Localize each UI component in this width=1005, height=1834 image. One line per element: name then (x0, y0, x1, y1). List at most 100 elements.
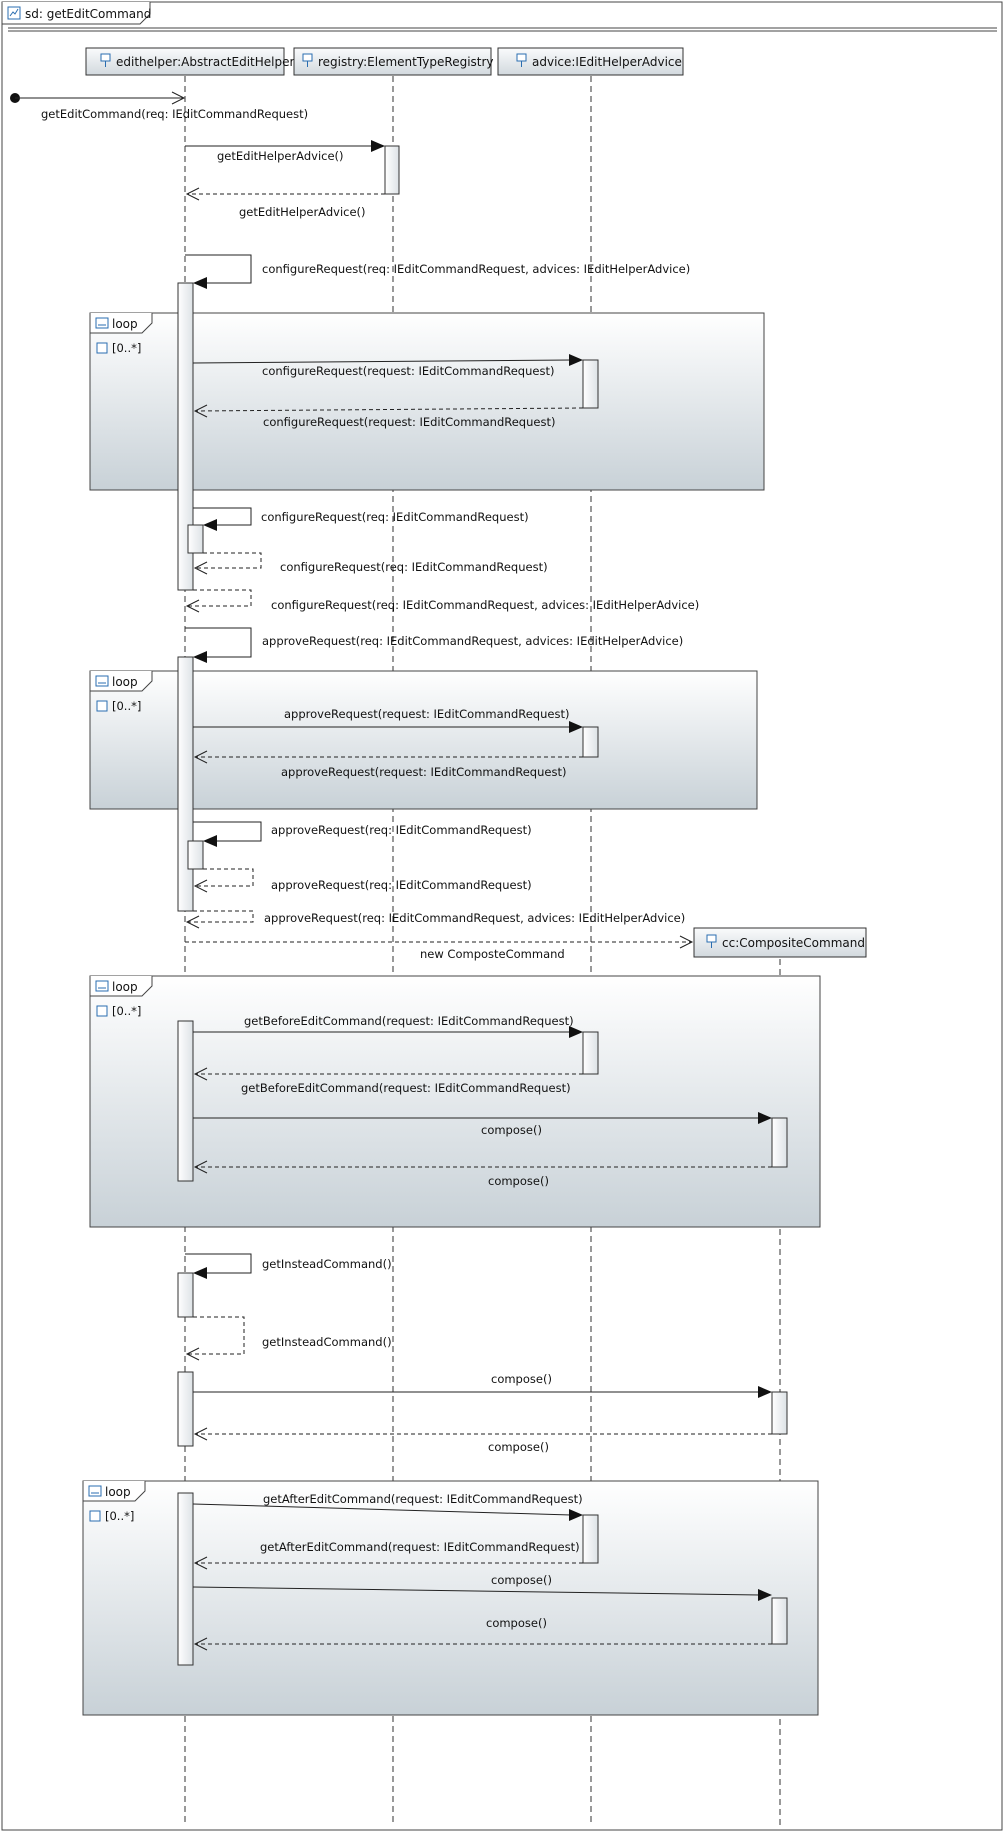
svg-text:approveRequest(req: IEditComma: approveRequest(req: IEditCommandRequest) (271, 878, 532, 892)
activation-bar (582, 359, 599, 409)
message-call: getAfterEditCommand(request: IEditComman… (192, 1492, 583, 1521)
guard-icon (89, 1510, 101, 1522)
svg-text:approveRequest(request: IEditC: approveRequest(request: IEditCommandRequ… (284, 707, 569, 721)
svg-text:getInsteadCommand(): getInsteadCommand() (262, 1257, 392, 1271)
svg-text:registry:ElementTypeRegistry: registry:ElementTypeRegistry (318, 55, 494, 69)
activation-bar (177, 656, 194, 912)
activation-bar (771, 1391, 788, 1435)
message-self-call: approveRequest(req: IEditCommandRequest,… (185, 627, 683, 663)
lifeline-icon (302, 53, 313, 67)
diagram-title: sd: getEditCommand (25, 7, 151, 21)
lifeline-icon (100, 53, 111, 67)
svg-text:cc:CompositeCommand: cc:CompositeCommand (722, 936, 865, 950)
guard-icon (96, 1005, 108, 1017)
svg-text:getEditHelperAdvice(): getEditHelperAdvice() (217, 149, 344, 163)
activation-bar (582, 1031, 599, 1075)
activation-bar (771, 1117, 788, 1168)
svg-text:getBeforeEditCommand(request:: getBeforeEditCommand(request: IEditComma… (241, 1081, 571, 1095)
loop-fragment: loop [0..*] (82, 1480, 819, 1716)
svg-text:compose(): compose() (488, 1174, 549, 1188)
svg-text:configureRequest(request: IEdi: configureRequest(request: IEditCommandRe… (263, 415, 555, 429)
message-call: configureRequest(request: IEditCommandRe… (192, 354, 583, 378)
svg-text:[0..*]: [0..*] (112, 1004, 141, 1018)
message-create: new ComposteCommand (185, 935, 694, 961)
activation-bar (582, 726, 599, 758)
svg-text:[0..*]: [0..*] (112, 699, 141, 713)
lifeline-icon (516, 53, 527, 67)
activation-bar (177, 1272, 194, 1318)
svg-text:compose(): compose() (481, 1123, 542, 1137)
activation-bar (177, 282, 194, 591)
svg-text:getEditHelperAdvice(): getEditHelperAdvice() (239, 205, 366, 219)
svg-text:edithelper:AbstractEditHelper: edithelper:AbstractEditHelper (116, 55, 294, 69)
loop-icon (95, 675, 109, 687)
message-call: getBeforeEditCommand(request: IEditComma… (193, 1014, 583, 1038)
activation-bar (384, 145, 400, 195)
message-call: compose() (192, 1573, 772, 1601)
message-self-call: configureRequest(req: IEditCommandReques… (193, 507, 529, 531)
message-return: getAfterEditCommand(request: IEditComman… (193, 1540, 583, 1570)
message-self-return: getInsteadCommand() (185, 1316, 392, 1361)
message-return: compose() (193, 1616, 772, 1651)
message-self-return: approveRequest(req: IEditCommandRequest,… (185, 910, 685, 929)
svg-text:loop: loop (105, 1485, 131, 1499)
message-self-return: configureRequest(req: IEditCommandReques… (193, 552, 548, 575)
svg-text:loop: loop (112, 317, 138, 331)
svg-text:loop: loop (112, 980, 138, 994)
svg-text:getAfterEditCommand(request: I: getAfterEditCommand(request: IEditComman… (260, 1540, 580, 1554)
message-return: compose() (193, 1160, 772, 1188)
lifeline-head-cc[interactable]: cc:CompositeCommand (693, 927, 867, 958)
svg-text:configureRequest(req: IEditCom: configureRequest(req: IEditCommandReques… (261, 510, 529, 524)
activation-bar (187, 524, 204, 554)
svg-text:loop: loop (112, 675, 138, 689)
svg-text:compose(): compose() (486, 1616, 547, 1630)
svg-text:approveRequest(req: IEditComma: approveRequest(req: IEditCommandRequest,… (264, 911, 685, 925)
loop-fragment: loop [0..*] (89, 670, 758, 810)
title-tab (1, 2, 151, 25)
activation-bar (177, 1492, 194, 1666)
svg-text:new ComposteCommand: new ComposteCommand (420, 947, 565, 961)
svg-text:[0..*]: [0..*] (105, 1509, 134, 1523)
svg-text:approveRequest(req: IEditComma: approveRequest(req: IEditCommandRequest) (271, 823, 532, 837)
message-call: approveRequest(request: IEditCommandRequ… (193, 707, 583, 733)
message-self-return: approveRequest(req: IEditCommandRequest) (193, 868, 532, 893)
message-call: compose() (193, 1112, 772, 1137)
svg-text:getAfterEditCommand(request: I: getAfterEditCommand(request: IEditComman… (263, 1492, 583, 1506)
lifeline-icon (706, 934, 717, 948)
svg-text:getInsteadCommand(): getInsteadCommand() (262, 1335, 392, 1349)
guard-icon (96, 700, 108, 712)
message-return: approveRequest(request: IEditCommandRequ… (193, 750, 583, 779)
svg-text:getBeforeEditCommand(request:: getBeforeEditCommand(request: IEditComma… (244, 1014, 574, 1028)
svg-text:approveRequest(req: IEditComma: approveRequest(req: IEditCommandRequest,… (262, 634, 683, 648)
message-return: getEditHelperAdvice() (185, 187, 385, 219)
svg-text:compose(): compose() (491, 1372, 552, 1386)
guard-icon (96, 342, 108, 354)
svg-text:approveRequest(request: IEditC: approveRequest(request: IEditCommandRequ… (281, 765, 566, 779)
svg-text:advice:IEditHelperAdvice: advice:IEditHelperAdvice (532, 55, 682, 69)
message-self-call: getInsteadCommand() (185, 1253, 392, 1279)
message-found: getEditCommand(req: IEditCommandRequest) (10, 91, 308, 121)
message-self-call: approveRequest(req: IEditCommandRequest) (193, 821, 532, 847)
loop-icon (95, 980, 109, 992)
svg-text:configureRequest(req: IEditCom: configureRequest(req: IEditCommandReques… (280, 560, 548, 574)
svg-text:compose(): compose() (488, 1440, 549, 1454)
svg-text:compose(): compose() (491, 1573, 552, 1587)
activation-bar (771, 1597, 788, 1645)
lifeline-head-advice[interactable]: advice:IEditHelperAdvice (497, 47, 684, 76)
svg-text:configureRequest(req: IEditCom: configureRequest(req: IEditCommandReques… (271, 598, 699, 612)
loop-icon (95, 317, 109, 329)
activation-bar (582, 1514, 599, 1564)
lifeline-head-edithelper[interactable]: edithelper:AbstractEditHelper (85, 47, 294, 76)
message-return: configureRequest(request: IEditCommandRe… (193, 404, 584, 429)
message-self-return: configureRequest(req: IEditCommandReques… (185, 589, 699, 613)
activation-bar (187, 840, 204, 870)
loop-fragment: loop [0..*] (89, 312, 765, 491)
svg-text:configureRequest(req: IEditCom: configureRequest(req: IEditCommandReques… (262, 262, 690, 276)
svg-text:configureRequest(request: IEdi: configureRequest(request: IEditCommandRe… (262, 364, 554, 378)
lifeline-head-registry[interactable]: registry:ElementTypeRegistry (293, 47, 494, 76)
message-call: compose() (193, 1372, 772, 1398)
message-self-call: configureRequest(req: IEditCommandReques… (185, 254, 690, 289)
message-return: compose() (193, 1427, 772, 1454)
message-return: getBeforeEditCommand(request: IEditComma… (193, 1067, 583, 1095)
